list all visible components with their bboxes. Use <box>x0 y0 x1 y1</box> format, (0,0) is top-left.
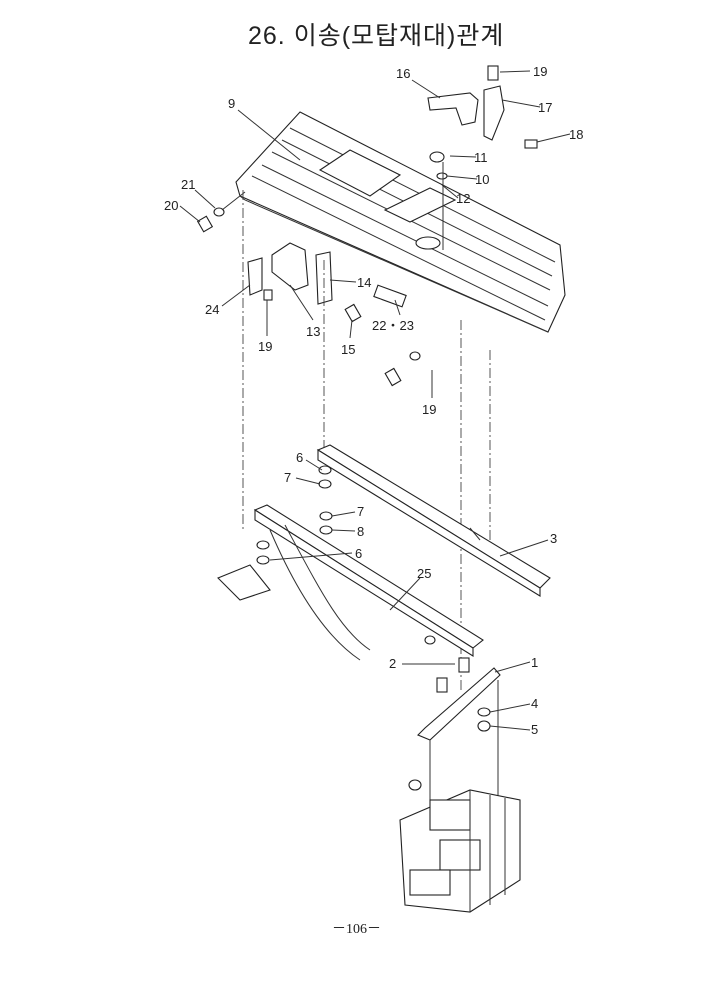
callout-labels: 19 16 17 18 11 10 12 9 21 20 14 24 13 19… <box>164 64 583 737</box>
leader-lines <box>179 70 571 731</box>
fastener-stack <box>256 465 436 645</box>
callout: 18 <box>569 127 583 142</box>
callout: 9 <box>228 96 235 111</box>
callout: 11 <box>474 150 488 165</box>
callout: 1 <box>531 655 538 670</box>
callout: 25 <box>417 566 431 581</box>
callout: 16 <box>396 66 410 81</box>
callout: 21 <box>181 177 195 192</box>
callout: 24 <box>205 302 219 317</box>
callout: 19 <box>533 64 547 79</box>
callout: 8 <box>357 524 364 539</box>
callout: 12 <box>456 191 470 206</box>
callout: 7 <box>357 504 364 519</box>
callout: 3 <box>550 531 557 546</box>
callout: 6 <box>355 546 362 561</box>
callout: 4 <box>531 696 538 711</box>
page-number: －106－ <box>332 922 381 937</box>
callout: 5 <box>531 722 538 737</box>
callout: 10 <box>475 172 489 187</box>
callout: 6 <box>296 450 303 465</box>
callout: 19 <box>422 402 436 417</box>
callout: 2 <box>389 656 396 671</box>
callout: 19 <box>258 339 272 354</box>
callout: 22・23 <box>372 318 414 333</box>
callout: 17 <box>538 100 552 115</box>
callout: 13 <box>306 324 320 339</box>
callout: 20 <box>164 198 178 213</box>
frame-rail-3 <box>316 444 551 597</box>
transfer-platform <box>235 111 566 333</box>
link-plate-1 <box>408 657 501 800</box>
valve-block <box>399 789 521 913</box>
callout: 7 <box>284 470 291 485</box>
frame-rail-25 <box>217 504 484 661</box>
callout: 14 <box>357 275 371 290</box>
bracket-16-17 <box>427 65 538 250</box>
callout: 15 <box>341 342 355 357</box>
page-title: 26. 이송(모탑재대)관계 <box>248 22 505 50</box>
